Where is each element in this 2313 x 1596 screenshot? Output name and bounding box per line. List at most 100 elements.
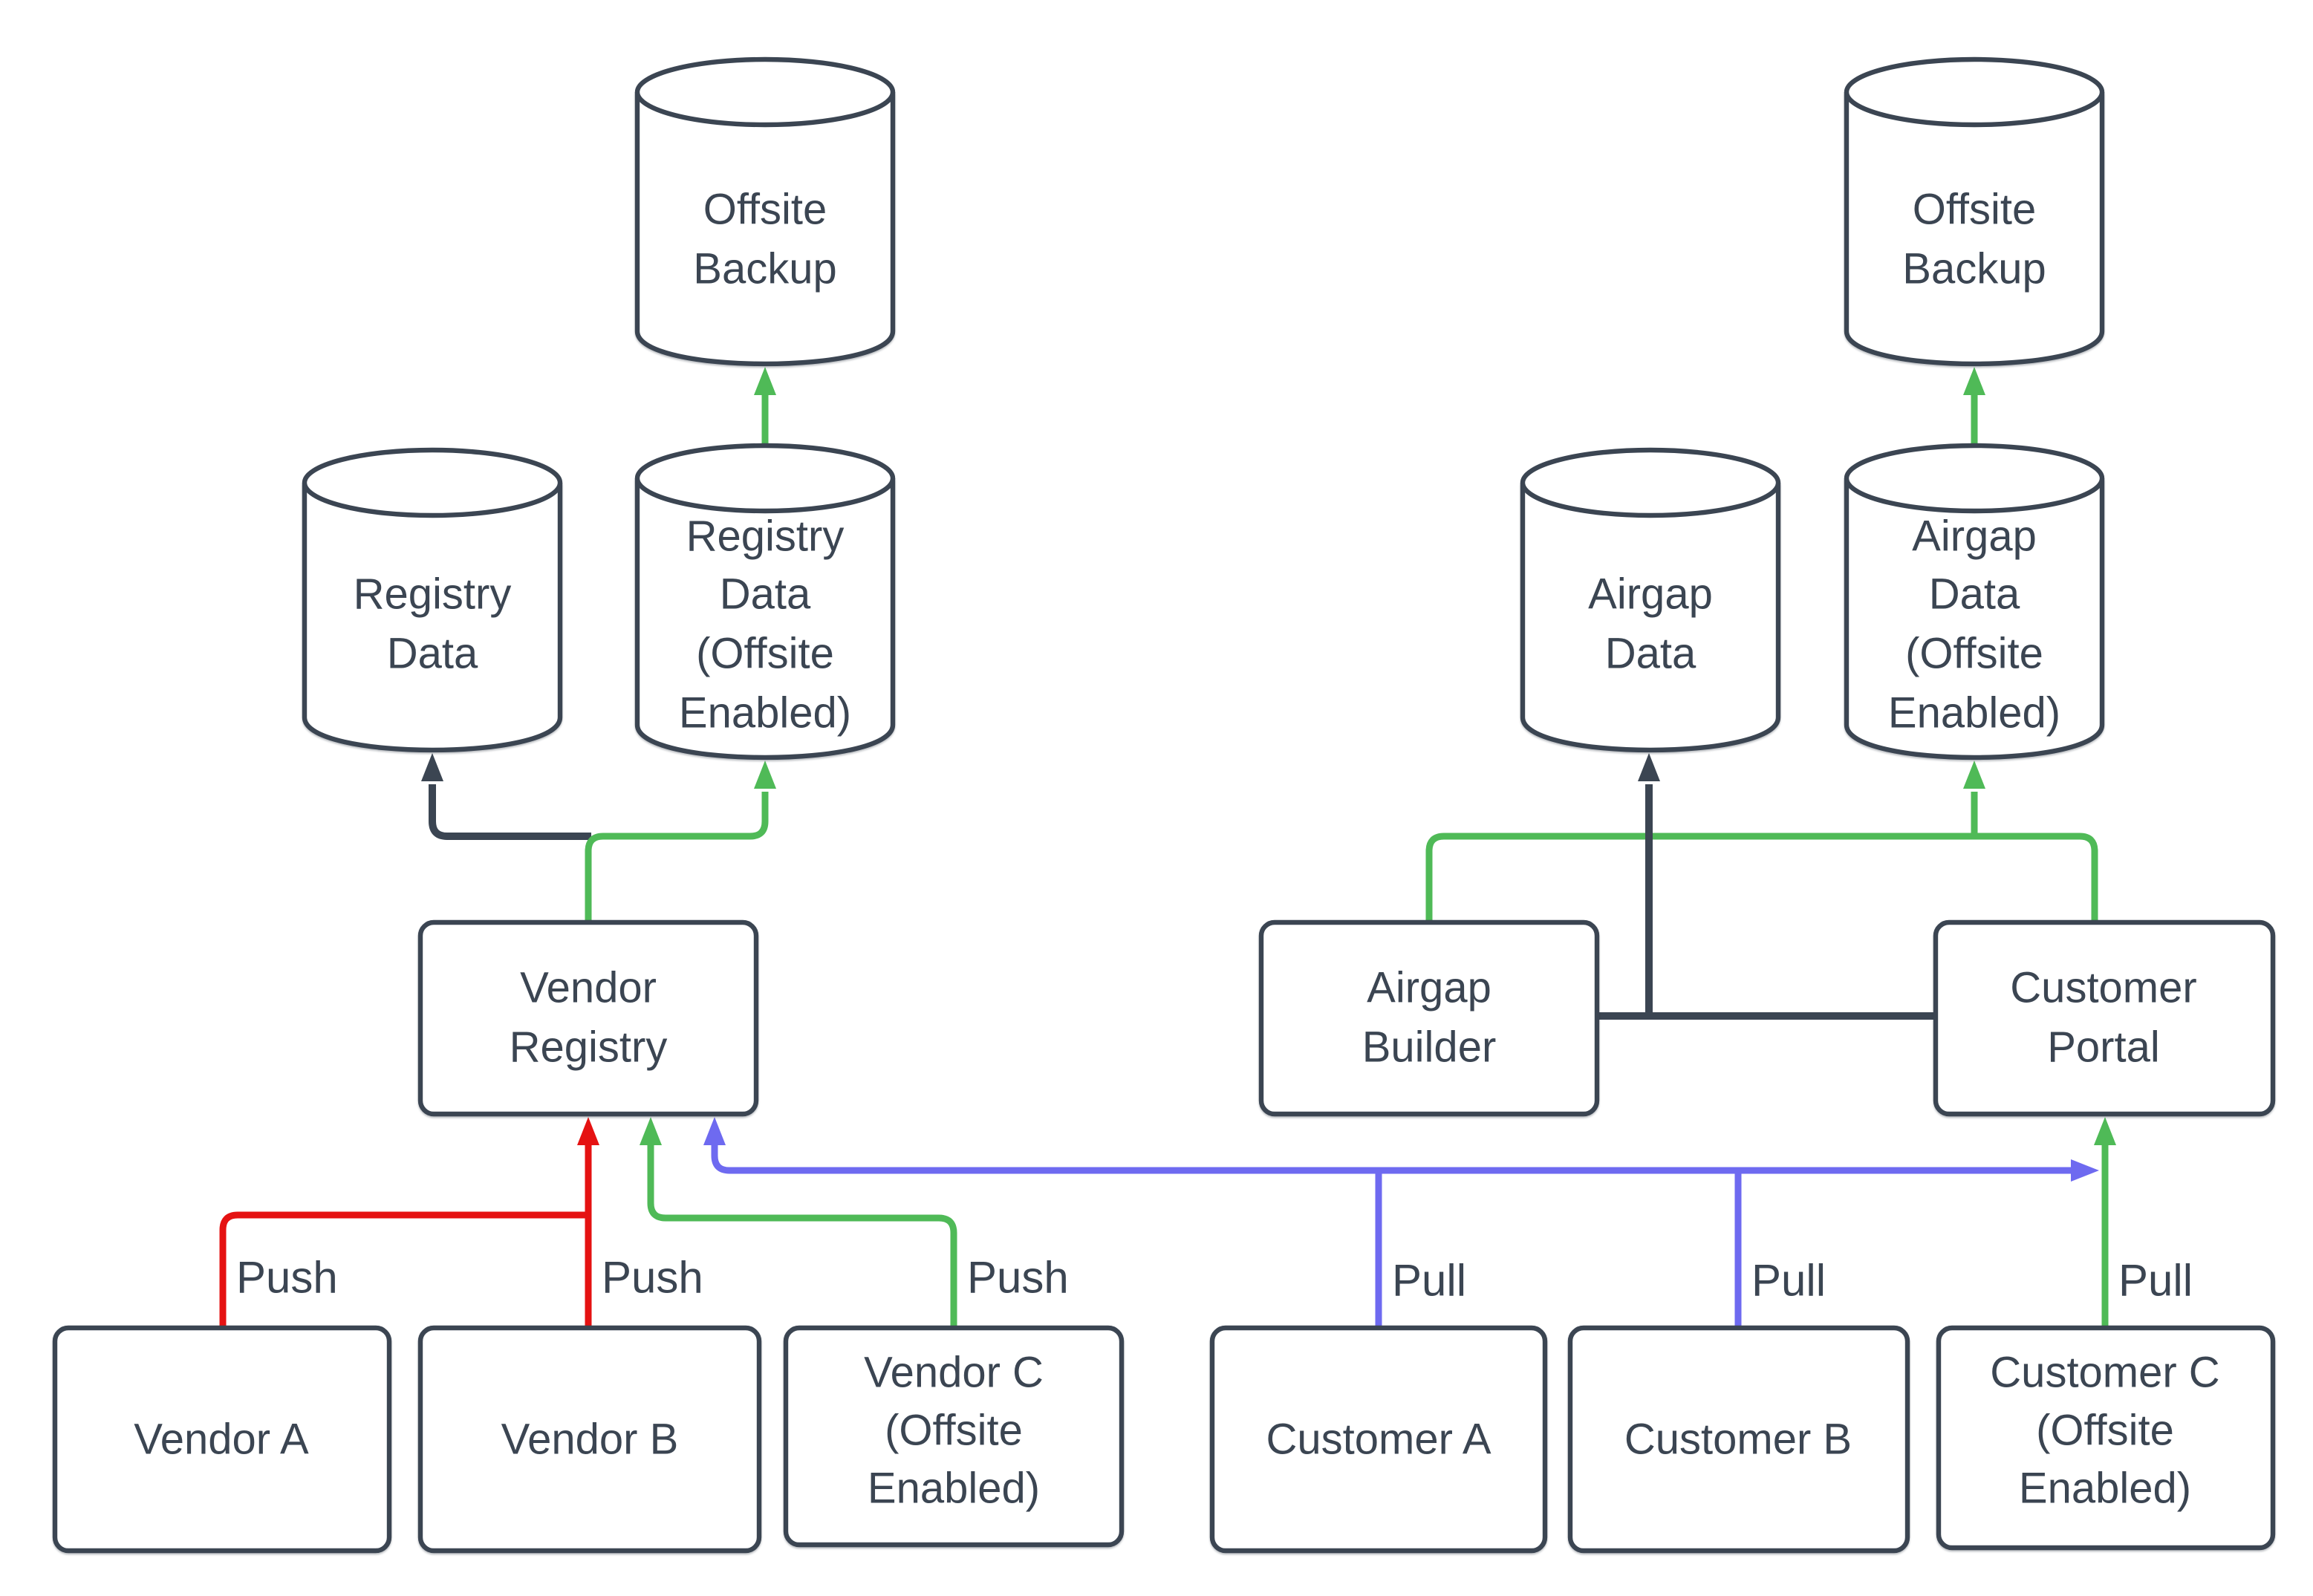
pull-label-customer-c: Pull [2118, 1256, 2193, 1306]
node-registry-data: Registry Data [302, 447, 563, 753]
customer-c-label: (Offsite [2036, 1407, 2174, 1455]
vendor-registry-box [417, 919, 759, 1117]
vendor-c-label: (Offsite [885, 1407, 1023, 1455]
customer-b-label: Customer B [1624, 1416, 1852, 1464]
offsite-backup-left-cylinder [634, 92, 896, 367]
edge-vendor-a-push [219, 1211, 585, 1328]
registry-data-offsite-label: Registry [686, 512, 845, 561]
customer-portal-label: Customer [2010, 964, 2196, 1012]
node-customer-portal: Customer Portal [1933, 919, 2276, 1117]
vendor-a-label: Vendor A [134, 1416, 309, 1464]
node-airgap-data-offsite: Airgap Data (Offsite Enabled) [1844, 443, 2105, 760]
edge-builder-portal-dark [1597, 753, 1936, 1020]
vendor-registry-label: Registry [510, 1023, 668, 1072]
vendor-a-box [52, 1325, 392, 1554]
edge-builder-portal-green-line [1425, 833, 2098, 922]
edge-registry-to-offsite-data [585, 760, 776, 922]
airgap-data-offsite-label: Airgap [1912, 512, 2037, 561]
edge-green-airgap-tree [1425, 760, 2098, 922]
edge-pull-trunk-arrowhead-right [2071, 1159, 2099, 1182]
push-label-vendor-a: Push [236, 1253, 338, 1303]
offsite-backup-left-label: Offsite [703, 186, 827, 234]
airgap-data-cylinder-top [1520, 447, 1781, 518]
edge-vendor-b-push [577, 1117, 599, 1328]
airgap-builder-box [1258, 919, 1600, 1117]
node-customer-a: Customer A [1209, 1325, 1548, 1554]
offsite-backup-right-cylinder-top [1844, 56, 2105, 128]
node-vendor-c: Vendor C (Offsite Enabled) [783, 1325, 1125, 1548]
edge-registry-to-registry-data [421, 753, 591, 840]
airgap-data-offsite-label: Enabled) [1888, 689, 2060, 737]
edge-pull-trunk [703, 1117, 2099, 1182]
registry-data-offsite-label: Enabled) [679, 689, 851, 737]
edge-registry-to-offsite-data-line [585, 792, 769, 922]
edge-pull-trunk-arrowhead-up [703, 1117, 726, 1145]
registry-data-offsite-cylinder-top [634, 443, 896, 514]
customer-c-label: Enabled) [2019, 1465, 2191, 1513]
edge-registry-to-offsite-data-arrowhead [754, 760, 776, 789]
offsite-backup-left-label: Backup [693, 245, 836, 293]
customer-b-box [1567, 1325, 1910, 1554]
airgap-data-offsite-label: (Offsite [1905, 630, 2043, 678]
node-customer-c: Customer C (Offsite Enabled) [1936, 1325, 2276, 1551]
edge-customer-c-pull [2094, 1117, 2116, 1326]
customer-a-label: Customer A [1266, 1416, 1491, 1464]
node-vendor-b: Vendor B [417, 1325, 762, 1554]
offsite-backup-left-cylinder-top [634, 56, 896, 128]
edge-vendor-b-push-arrowhead [577, 1117, 599, 1145]
node-airgap-data: Airgap Data [1520, 447, 1781, 753]
vendor-registry-label: Vendor [520, 964, 657, 1012]
customer-portal-box [1933, 919, 2276, 1117]
edge-registry-to-registry-data-arrowhead [421, 753, 443, 781]
offsite-backup-right-cylinder [1844, 92, 2105, 367]
node-vendor-a: Vendor A [52, 1325, 392, 1554]
edge-offsite-data-to-backup-left [754, 367, 776, 446]
customer-c-label: Customer C [1990, 1349, 2219, 1397]
registry-data-label: Data [387, 630, 478, 678]
edge-vendor-c-push [640, 1117, 957, 1328]
airgap-data-offsite-cylinder [1844, 478, 2105, 760]
node-offsite-backup-left: Offsite Backup [634, 56, 896, 367]
customer-a-box [1209, 1325, 1548, 1554]
edge-offsite-data-to-backup-left-arrowhead [754, 367, 776, 395]
airgap-data-offsite-label: Data [1929, 570, 2020, 619]
edge-vendor-c-push-arrowhead [640, 1117, 662, 1145]
registry-data-offsite-label: Data [720, 570, 811, 619]
push-label-vendor-b: Push [602, 1253, 703, 1303]
edge-customer-c-pull-arrowhead [2094, 1117, 2116, 1145]
node-airgap-builder: Airgap Builder [1258, 919, 1600, 1117]
vendor-c-label: Vendor C [864, 1349, 1044, 1397]
node-registry-data-offsite: Registry Data (Offsite Enabled) [634, 443, 896, 760]
registry-data-offsite-cylinder [634, 478, 896, 760]
edge-to-airgap-offsite-arrowhead [1963, 760, 1985, 789]
node-vendor-registry: Vendor Registry [417, 919, 759, 1117]
vendor-b-label: Vendor B [501, 1416, 679, 1464]
vendor-c-label: Enabled) [868, 1465, 1040, 1513]
registry-data-offsite-label: (Offsite [696, 630, 834, 678]
edge-vendor-a-push-line [219, 1211, 585, 1328]
airgap-data-label: Airgap [1588, 570, 1713, 619]
airgap-data-label: Data [1605, 630, 1696, 678]
edge-airgap-offsite-to-backup-right-arrowhead [1963, 367, 1985, 395]
vendor-b-box [417, 1325, 762, 1554]
customer-portal-label: Portal [2047, 1023, 2160, 1072]
edge-pull-trunk-line [711, 1144, 2074, 1174]
push-label-vendor-c: Push [967, 1253, 1069, 1303]
offsite-backup-right-label: Backup [1902, 245, 2046, 293]
edge-to-airgap-data-arrowhead [1638, 753, 1660, 781]
registry-data-label: Registry [354, 570, 512, 619]
airgap-builder-label: Airgap [1367, 964, 1491, 1012]
registry-data-cylinder-top [302, 447, 563, 518]
pull-label-customer-b: Pull [1751, 1256, 1826, 1306]
vendor-c-box [783, 1325, 1125, 1548]
edge-airgap-offsite-to-backup-right [1963, 367, 1985, 446]
offsite-backup-right-label: Offsite [1913, 186, 2037, 234]
airgap-data-cylinder [1520, 483, 1781, 753]
pull-label-customer-a: Pull [1392, 1256, 1466, 1306]
customer-c-box [1936, 1325, 2276, 1551]
airgap-builder-label: Builder [1362, 1023, 1497, 1072]
node-offsite-backup-right: Offsite Backup [1844, 56, 2105, 367]
node-customer-b: Customer B [1567, 1325, 1910, 1554]
airgap-data-offsite-cylinder-top [1844, 443, 2105, 514]
